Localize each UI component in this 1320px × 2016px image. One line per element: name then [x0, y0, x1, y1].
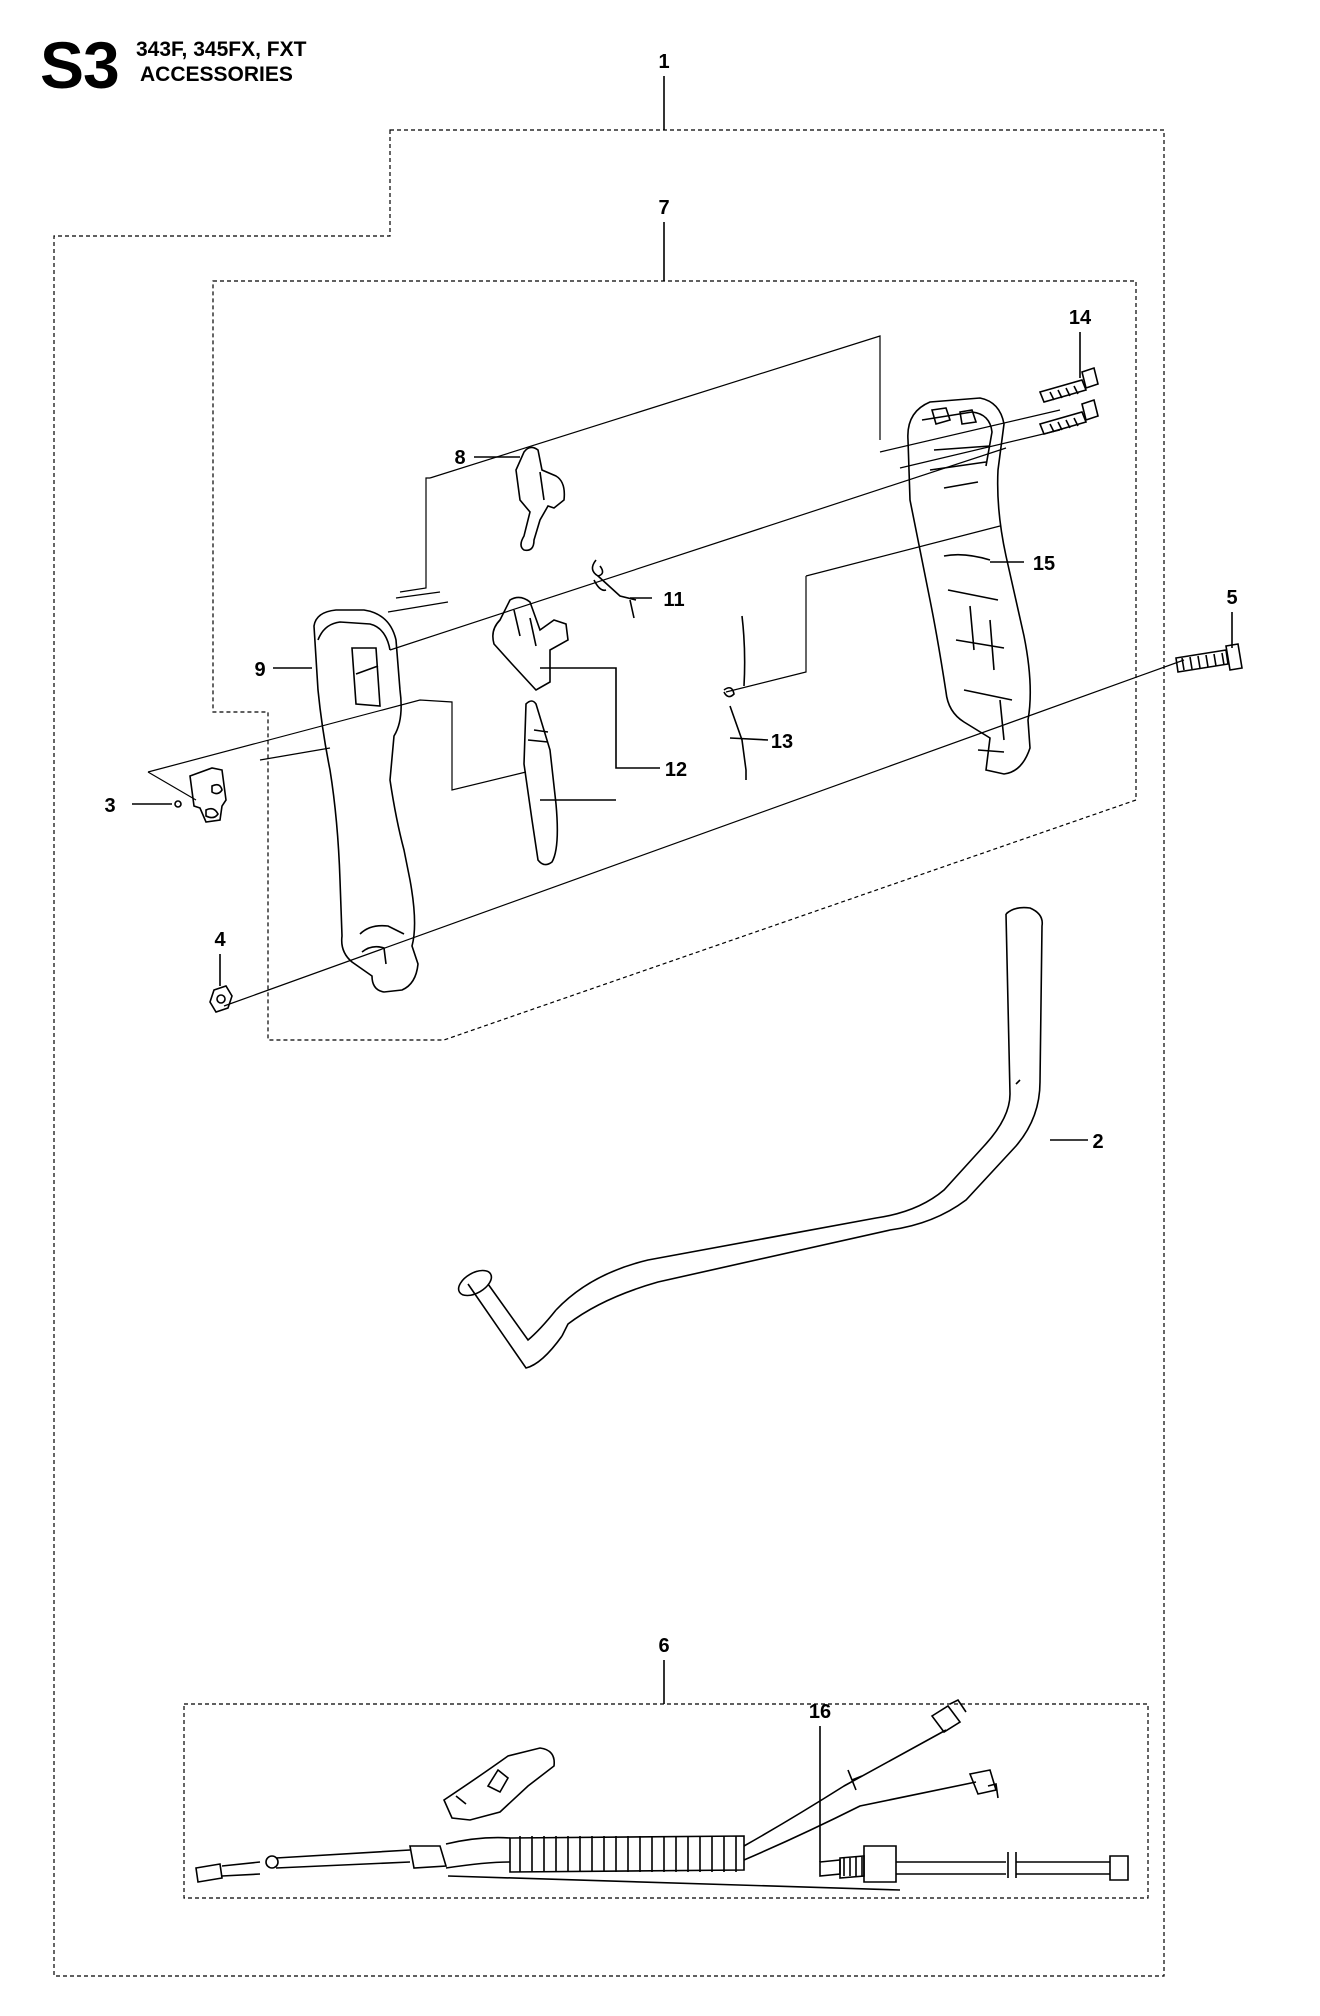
bolt-5 [1175, 643, 1243, 673]
wire-13 [723, 615, 747, 780]
callout-12: 12 [665, 759, 687, 781]
callout-9: 9 [254, 659, 265, 681]
switch-3 [174, 767, 227, 823]
callout-5: 5 [1226, 587, 1237, 609]
screw-14 [1038, 366, 1099, 435]
handle-9 [313, 609, 419, 993]
spring-11 [591, 559, 637, 619]
callout-6: 6 [658, 1635, 669, 1657]
category-title: ACCESSORIES [140, 63, 293, 86]
leader-12 [540, 667, 660, 801]
callout-13: 13 [771, 731, 793, 753]
callout-3: 3 [104, 795, 115, 817]
callout-8: 8 [454, 447, 465, 469]
callout-1: 1 [658, 51, 669, 73]
handle-half-15 [907, 397, 1032, 775]
callout-7: 7 [658, 197, 669, 219]
trigger-12 [492, 596, 569, 866]
nut-4 [209, 985, 233, 1013]
callout-16: 16 [809, 1701, 831, 1723]
group-box-7 [212, 280, 1137, 1041]
callout-15: 15 [1033, 553, 1055, 575]
group-box-1 [53, 129, 1165, 1977]
cable-assembly-6 [195, 1698, 1129, 1891]
leader-13 [729, 737, 769, 741]
callout-4: 4 [214, 929, 226, 951]
callout-11: 11 [663, 589, 684, 611]
section-code: S3 [40, 28, 120, 102]
model-list: 343F, 345FX, FXT [136, 38, 307, 61]
lever-8 [515, 446, 566, 552]
callout-14: 14 [1069, 307, 1092, 329]
group-box-6 [183, 1703, 1149, 1899]
callout-2: 2 [1092, 1131, 1103, 1153]
loop-handle-2 [457, 906, 1044, 1369]
